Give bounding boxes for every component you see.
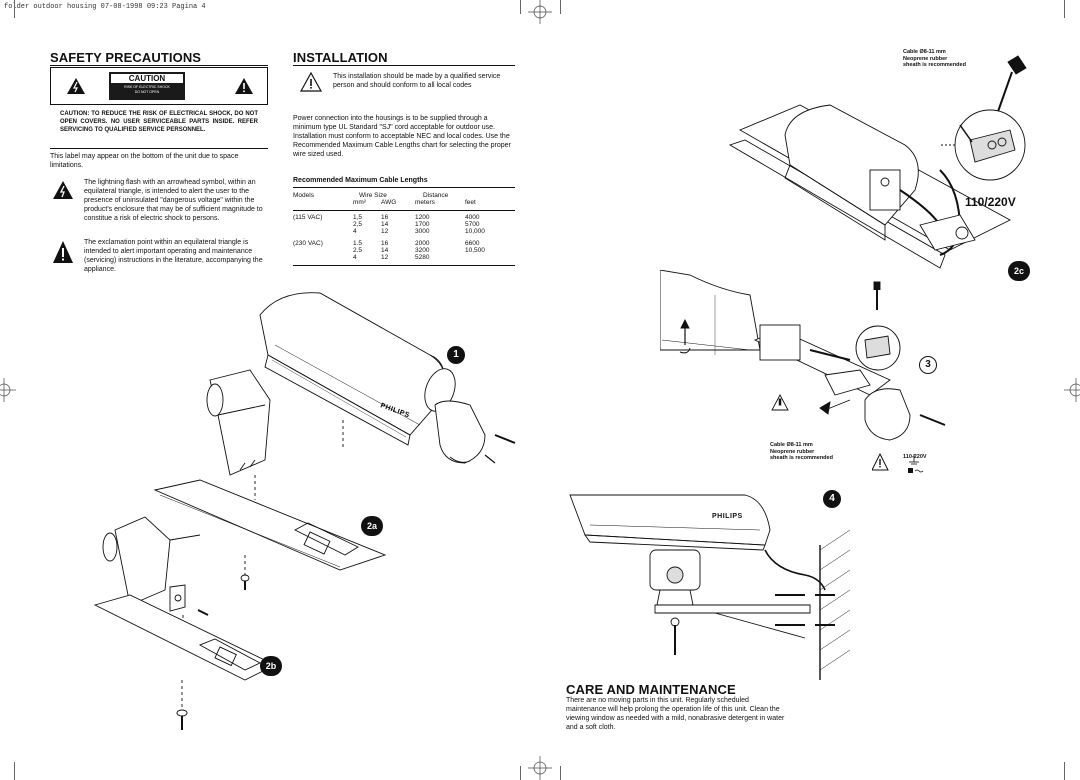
cable-note-line: Neoprene rubber [770,448,815,455]
crop-mark [1064,762,1065,780]
figure-2b-badge: 2b [260,656,282,676]
housing-exploded-illustration: PHILIPS [93,292,516,730]
table-header: Models [293,192,314,199]
exclamation-symbol-icon [53,241,73,263]
crop-mark [14,762,15,780]
table-header: Wire Size [359,192,387,199]
figure-1-badge: 1 [447,346,465,364]
registration-mark-left [0,378,16,402]
voltage-label-small: 110-220V [903,454,927,460]
crop-mark [520,0,521,14]
lightning-text: The lightning flash with an arrowhead sy… [84,179,263,222]
cable-note-line: Neoprene rubber [903,55,948,62]
care-text: There are no moving parts in this unit. … [566,697,785,731]
label-note: This label may appear on the bottom of t… [50,153,239,169]
figure-2c-badge: 2c [1008,261,1030,281]
ground-symbol-icon [872,452,924,473]
brand-logo-fig4: PHILIPS [712,513,743,520]
figure-4-badge: 4 [823,490,841,508]
caution-label-title: CAUTION [111,74,183,83]
installation-title: INSTALLATION [293,50,388,65]
cable-note-fig3: Cable Ø8-11 mm Neoprene rubber sheath is… [770,442,833,462]
table-subheader: meters [415,199,435,206]
cable-note-line: sheath is recommended [903,62,966,68]
figure-3-badge: 3 [919,356,937,374]
safety-title: SAFETY PRECAUTIONS [50,50,202,65]
wall-mount-illustration-4 [569,494,851,680]
caution-label-sub2: DO NOT OPEN [134,90,160,94]
cable-length-table: Models Wire Size Distance mm² AWG meters… [293,192,515,266]
table-subheader: mm² [353,199,366,206]
safety-title-rule [50,65,268,66]
warning-triangle-icon [300,72,322,92]
crop-mark [1064,0,1065,18]
lightning-triangle-icon [67,78,85,94]
installation-power-text: Power connection into the housings is to… [293,115,511,158]
exclamation-text: The exclamation point within an equilate… [84,239,263,273]
caution-label: CAUTION RISK OF ELECTRIC SHOCK DO NOT OP… [109,72,185,100]
installation-intro: This installation should be made by a qu… [333,73,501,89]
page-header: folder outdoor housing 07-08-1998 09:23 … [4,3,206,11]
caution-rule [50,148,268,149]
cable-table-title: Recommended Maximum Cable Lengths [293,177,428,184]
table-subheader: AWG [381,199,397,206]
cable-note-line: sheath is recommended [770,455,833,461]
cable-note-line: Cable Ø8-11 mm [903,49,946,55]
table-header: Distance [423,192,449,199]
housing-assembly-illustration-3 [660,270,946,441]
registration-mark-right [1064,378,1080,402]
exclamation-triangle-icon [235,78,253,94]
caution-warning-text: CAUTION: TO REDUCE THE RISK OF ELECTRICA… [60,111,258,133]
cable-note-line: Cable Ø8-11 mm [770,442,813,448]
care-title: CARE AND MAINTENANCE [566,682,736,697]
crop-mark [520,766,521,780]
lightning-symbol-icon [53,181,73,199]
voltage-label: 110/220V [965,195,1016,209]
registration-mark-top [528,0,552,24]
registration-mark-bottom [528,756,552,780]
crop-mark [14,0,15,18]
table-subheader: feet [465,199,476,206]
crop-mark [560,766,561,780]
figure-2a-badge: 2a [361,516,383,536]
caution-label-box [50,67,268,105]
crop-mark [560,0,561,14]
cable-note-top: Cable Ø8-11 mm Neoprene rubber sheath is… [903,49,966,69]
caution-label-sub1: RISK OF ELECTRIC SHOCK [124,85,170,89]
installation-title-rule [293,65,515,66]
table-top-rule [293,187,515,188]
wiring-illustration-2c [728,55,1027,269]
